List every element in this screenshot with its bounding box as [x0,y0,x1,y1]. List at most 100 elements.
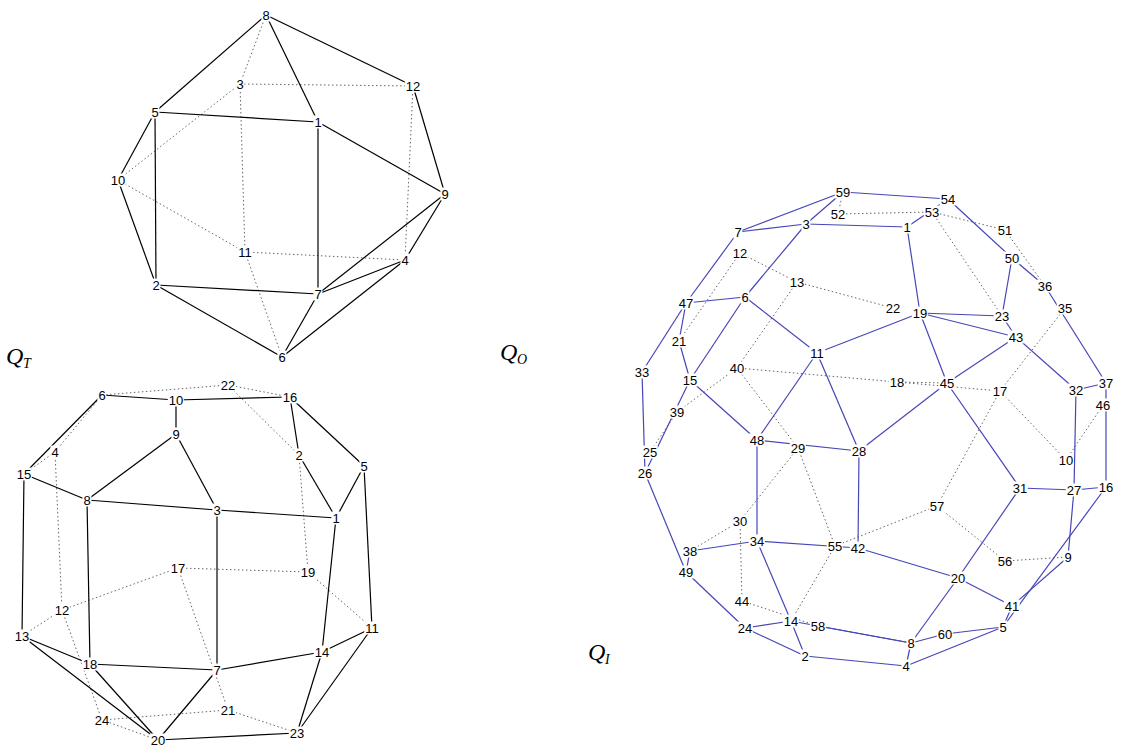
vertex-number: 15 [682,374,698,387]
vertex-number: 14 [314,646,330,659]
vertex-number: 16 [1098,481,1114,494]
figure-label: Q [500,340,517,364]
hidden-edge [740,448,798,521]
vertex-number: 9 [440,188,449,201]
visible-edge [364,466,372,628]
vertex-number: 38 [682,545,698,558]
visible-edge [297,652,322,733]
visible-edge [920,313,947,383]
vertex-number: 12 [405,80,421,93]
visible-edge [1003,487,1106,627]
vertex-number: 21 [671,335,687,348]
figure-label: O [517,353,527,367]
vertex-number: 52 [830,208,846,221]
visible-edge [176,434,217,510]
hidden-edge [932,212,1002,316]
visible-edge [1074,390,1076,490]
vertex-number: 39 [669,406,685,419]
vertex-number: 17 [992,385,1008,398]
visible-edge [318,122,445,194]
hidden-edge [737,368,798,448]
visible-edge [1045,286,1106,383]
hidden-edge [308,572,372,628]
visible-edge [22,636,90,664]
visible-edge [299,455,336,518]
vertex-number: 18 [82,658,98,671]
hidden-edge [299,455,308,572]
visible-edge [297,628,372,733]
visible-edge [757,541,791,621]
hidden-edge [932,212,1005,230]
vertex-number: 8 [82,494,91,507]
hidden-edge [937,391,1000,506]
hidden-edge [937,506,1005,561]
visible-edge [690,380,757,440]
vertex-number: 43 [1008,331,1024,344]
vertex-number: 35 [1057,302,1073,315]
visible-edge [156,285,282,357]
vertex-number: 29 [790,442,806,455]
vertex-number: 12 [54,604,70,617]
hidden-edge [228,385,290,397]
visible-edge [906,627,1003,666]
vertex-number: 58 [810,620,826,633]
hidden-edge [797,282,893,308]
vertex-number: 47 [678,297,694,310]
hidden-edge [102,385,228,395]
visible-edge [818,626,911,643]
visible-edge [690,297,745,380]
visible-edge [155,112,156,285]
visible-edge [805,656,906,666]
visible-edge [1016,337,1076,390]
vertex-number: 11 [237,246,253,259]
vertex-number: 27 [1066,484,1082,497]
vertex-number: 56 [997,555,1013,568]
vertex-number: 6 [277,351,286,364]
visible-edge [90,664,158,740]
hidden-edge [245,252,282,357]
vertex-number: 55 [827,540,843,553]
hidden-edge [835,506,937,546]
vertex-number: 30 [732,515,748,528]
hidden-edge [240,15,266,84]
visible-edge [958,488,1020,578]
vertex-number: 11 [364,622,380,635]
vertex-number: 40 [729,362,745,375]
vertex-number: 4 [901,660,910,673]
vertex-number: 4 [50,446,59,459]
visible-edge [947,383,1020,488]
vertex-number: 12 [732,247,748,260]
visible-edge [118,112,155,180]
vertex-number: 60 [937,628,953,641]
vertex-number: 14 [783,615,799,628]
vertex-number: 8 [906,637,915,650]
vertex-number: 6 [740,291,749,304]
figure-label: T [23,357,31,371]
visible-edge [156,285,318,294]
vertex-number: 6 [97,389,106,402]
hidden-edge [245,252,405,260]
visible-edge [1002,258,1012,316]
hidden-edge [798,448,835,546]
vertex-number: 7 [313,288,322,301]
vertex-number: 5 [150,106,159,119]
vertex-number: 18 [889,376,905,389]
visible-edge [405,194,445,260]
visible-edge [176,397,290,400]
vertex-number: 3 [235,78,244,91]
hidden-edge [737,282,797,368]
vertex-number: 22 [220,379,236,392]
vertex-number: 10 [168,394,184,407]
vertex-number: 31 [1012,482,1028,495]
hidden-edge [228,385,299,455]
vertex-number: 20 [950,572,966,585]
visible-edge [686,232,738,303]
vertex-number: 21 [220,704,236,717]
hidden-edge [228,710,297,733]
vertex-number: 24 [737,622,753,635]
visible-edge [1012,557,1068,606]
visible-edge [911,578,958,643]
visible-edge [24,395,102,474]
vertex-number: 23 [994,310,1010,323]
